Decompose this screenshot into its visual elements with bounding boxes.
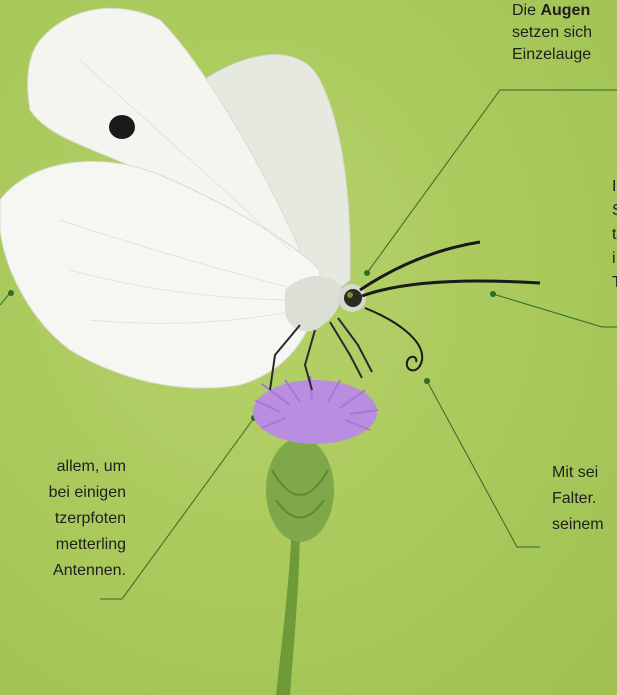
flower-bud (266, 438, 334, 542)
legs-callout-line-5: Antennen. (53, 560, 126, 582)
eyes-callout: Die Augen (512, 0, 590, 22)
thistle-flower-icon (253, 376, 378, 444)
proboscis-callout-line-2: Falter. (552, 488, 596, 510)
legs-callout-line-3: tzerpfoten (55, 508, 126, 530)
legs-callout-line-4: metterling (56, 534, 126, 556)
eyes-callout-line-2: setzen sich (512, 22, 592, 44)
eyes-callout-bold: Augen (540, 2, 590, 19)
flower-stem (276, 520, 300, 695)
antennae-callout-line-1: I (612, 176, 616, 198)
proboscis-leader-line (427, 381, 540, 547)
antennae-callout-line-5: T (612, 272, 617, 294)
antennae-callout-line-2: S (612, 200, 617, 222)
antennae-callout-line-3: t (612, 224, 616, 246)
legs-callout-line-1: allem, um (57, 456, 126, 478)
proboscis-callout-line-3: seinem (552, 514, 604, 536)
proboscis-callout-line-1: Mit sei (552, 462, 598, 484)
antennae-leader-line (493, 294, 617, 327)
butterfly-icon (0, 8, 540, 390)
eyes-leader-line (367, 90, 617, 273)
legs-callout-line-2: bei einigen (49, 482, 126, 504)
antennae-callout-line-4: i (612, 248, 616, 270)
eyes-callout-prefix: Die (512, 2, 540, 19)
eyes-callout-line-3: Einzelauge (512, 44, 591, 66)
wing-leader-line (0, 293, 10, 305)
